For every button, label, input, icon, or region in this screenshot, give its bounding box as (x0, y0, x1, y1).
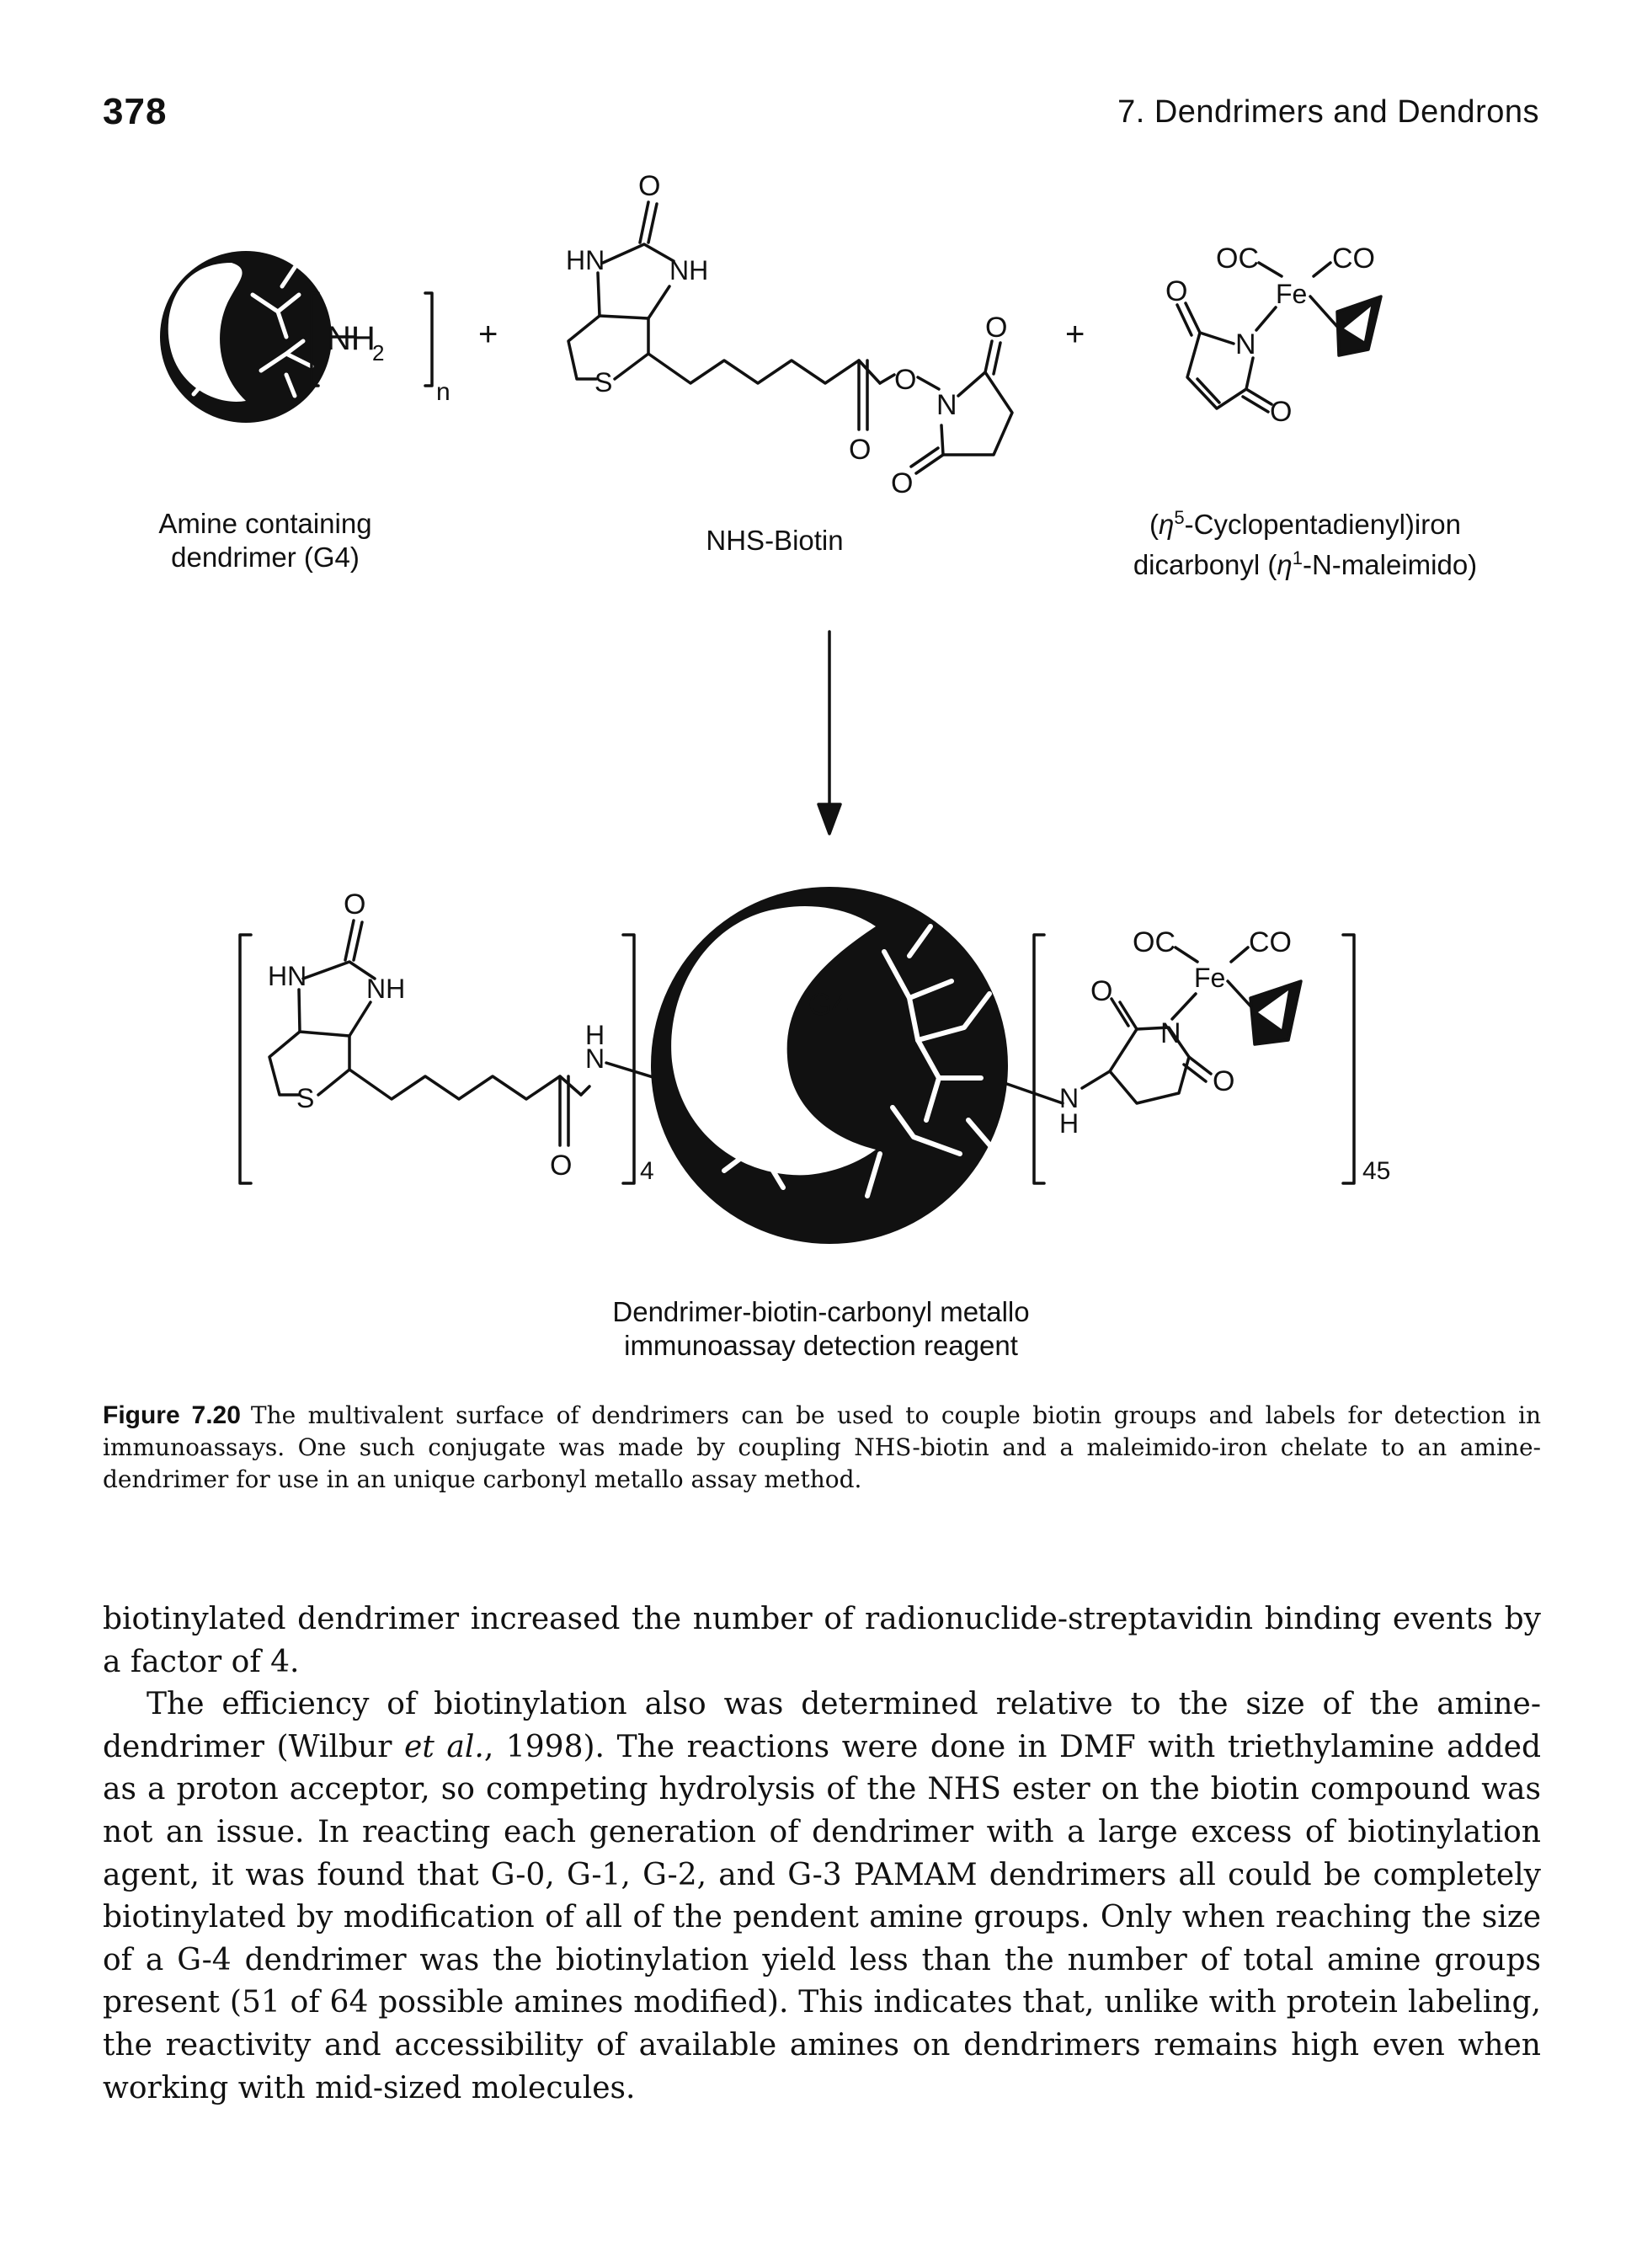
iron-count: 45 (1362, 1157, 1390, 1185)
svg-text:Fe: Fe (1276, 279, 1307, 309)
product-biotin-structure: O HN NH S O H N (268, 889, 605, 1182)
svg-text:N: N (585, 1043, 605, 1074)
svg-text:H: H (585, 1020, 605, 1050)
running-header-title: 7. Dendrimers and Dendrons (1117, 94, 1539, 130)
figure-7-20: NH 2 n + O HN NH S O O (0, 168, 1642, 1364)
svg-text:O: O (894, 364, 916, 396)
svg-text:O: O (344, 889, 365, 921)
svg-text:S: S (296, 1083, 314, 1113)
svg-text:HN: HN (268, 961, 307, 991)
svg-text:n: n (436, 378, 450, 406)
product-iron-structure: N H O N O OC CO Fe (1059, 926, 1303, 1139)
paragraph-1: biotinylated dendrimer increased the num… (103, 1602, 1541, 1679)
plus-sign-1: + (478, 316, 498, 353)
svg-text:CO: CO (1249, 926, 1292, 958)
small-dendrimer-icon (160, 251, 332, 423)
body-text: biotinylated dendrimer increased the num… (103, 1598, 1541, 2110)
svg-text:N: N (1235, 328, 1256, 360)
svg-text:O: O (638, 170, 660, 202)
svg-text:O: O (1213, 1065, 1234, 1097)
svg-text:Fe: Fe (1194, 963, 1225, 993)
svg-text:O: O (985, 312, 1007, 344)
iron-maleimide-structure: OC CO Fe N O O (1165, 243, 1383, 428)
svg-text:OC: OC (1133, 926, 1176, 958)
svg-text:O: O (1090, 975, 1112, 1007)
svg-text:O: O (550, 1150, 572, 1182)
svg-text:N: N (1160, 1017, 1181, 1049)
reaction-scheme: NH 2 n + O HN NH S O O (160, 170, 1390, 1244)
svg-text:O: O (1270, 396, 1292, 428)
paragraph-2: The efficiency of biotinylation also was… (103, 1687, 1541, 2105)
svg-text:N: N (936, 389, 957, 421)
caption-text: The multivalent surface of dendrimers ca… (103, 1401, 1541, 1493)
svg-text:CO: CO (1332, 243, 1375, 275)
svg-text:2: 2 (372, 340, 384, 366)
svg-text:S: S (594, 367, 612, 398)
nhs-biotin-label: NHS-Biotin (706, 525, 844, 556)
svg-text:NH: NH (669, 255, 708, 286)
svg-text:O: O (849, 434, 871, 466)
biotin-count: 4 (640, 1157, 654, 1185)
svg-text:O: O (1165, 275, 1187, 307)
plus-sign-2: + (1065, 316, 1085, 353)
svg-text:HN: HN (566, 245, 605, 275)
nhs-biotin-structure: O HN NH S O O N O (566, 170, 1014, 499)
svg-text:OC: OC (1216, 243, 1259, 275)
svg-text:H: H (1059, 1108, 1079, 1139)
product-label: Dendrimer-biotin-carbonyl metallo immuno… (612, 1296, 1030, 1361)
svg-text:N: N (1059, 1083, 1079, 1113)
large-dendrimer-g4: G4 (651, 887, 1008, 1244)
svg-text:O: O (891, 467, 913, 499)
figure-number: Figure 7.20 (103, 1401, 241, 1429)
dendrimer-label: Amine containing dendrimer (G4) (158, 508, 372, 573)
svg-text:G4: G4 (808, 987, 849, 1022)
atom-nh2: NH (327, 320, 376, 357)
page-number: 378 (103, 91, 168, 132)
iron-complex-label: (η5-Cyclopentadienyl)iron dicarbonyl (η1… (1133, 507, 1478, 580)
